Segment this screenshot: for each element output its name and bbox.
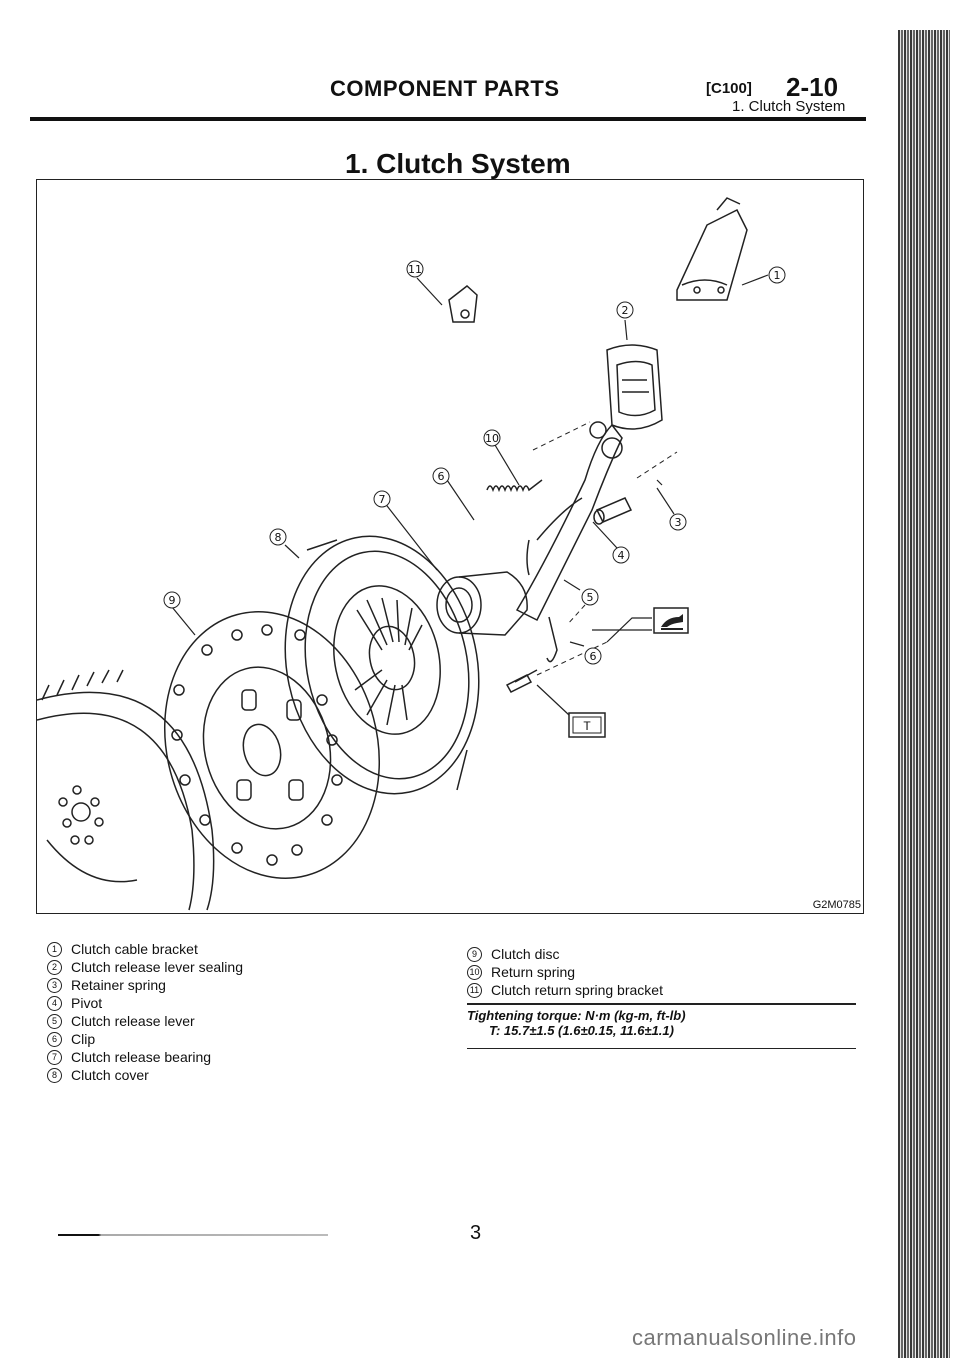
legend-label: Clutch release lever sealing [71, 959, 243, 975]
cable-bracket-drawing [676, 197, 748, 301]
legend-label: Return spring [491, 964, 576, 980]
legend-label: Clutch release lever [71, 1013, 195, 1029]
legend-number: 4 [47, 995, 62, 1011]
callout-7: 7 [373, 490, 391, 508]
torque-symbol-box: T [568, 712, 606, 738]
legend-number: 11 [467, 982, 482, 998]
legend-number: 6 [47, 1031, 62, 1047]
callout-10: 10 [483, 429, 501, 447]
legend-item: 11 Clutch return spring bracket [467, 981, 663, 999]
clutch-disc-drawing [163, 611, 381, 879]
callout-8: 8 [269, 528, 287, 546]
clutch-exploded-diagram: 11 1 2 10 6 7 8 9 3 4 5 6 T [37, 197, 786, 911]
legend-label: Clutch release bearing [71, 1049, 212, 1065]
flywheel-drawing [37, 669, 215, 911]
header-page-ref: 2-10 [786, 72, 839, 102]
callout-1: 1 [768, 266, 786, 284]
callout-4: 4 [612, 546, 630, 564]
svg-text:11: 11 [408, 263, 422, 276]
legend-item: 10 Return spring [467, 963, 663, 981]
scan-edge-strip [898, 30, 950, 1358]
callout-6a: 6 [432, 467, 450, 485]
svg-text:6: 6 [590, 650, 597, 663]
legend-item: 2 Clutch release lever sealing [47, 958, 243, 976]
legend-right: 9 Clutch disc 10 Return spring 11 Clutch re… [467, 945, 663, 999]
legend-number: 5 [47, 1013, 62, 1029]
legend-label: Pivot [71, 995, 103, 1011]
legend-item: 4 Pivot [47, 994, 243, 1012]
svg-text:2: 2 [622, 304, 629, 317]
release-bearing-drawing [436, 571, 528, 636]
exploded-diagram-frame: 11 1 2 10 6 7 8 9 3 4 5 6 T G2M0785 [36, 179, 864, 914]
torque-rule-top [467, 1003, 856, 1005]
pivot-drawing [593, 497, 633, 525]
legend-label: Retainer spring [71, 977, 166, 993]
header-subsection: 1. Clutch System [732, 98, 846, 115]
legend-item: 3 Retainer spring [47, 976, 243, 994]
torque-value: T: 15.7±1.5 (1.6±0.15, 11.6±1.1) [489, 1022, 674, 1038]
callout-11: 11 [406, 260, 424, 278]
callout-6b: 6 [584, 647, 602, 665]
legend-number: 9 [467, 946, 482, 962]
svg-text:8: 8 [275, 531, 282, 544]
legend-label: Clutch cover [71, 1067, 149, 1083]
header-section-title: COMPONENT PARTS [330, 76, 560, 101]
callout-5: 5 [581, 588, 599, 606]
legend-item: 6 Clip [47, 1030, 243, 1048]
legend-number: 3 [47, 977, 62, 993]
callout-3: 3 [669, 513, 687, 531]
legend-item: 5 Clutch release lever [47, 1012, 243, 1030]
bolt-drawing [505, 669, 538, 693]
legend-label: Clip [71, 1031, 96, 1047]
torque-spec-box: Tightening torque: N·m (kg-m, ft-lb) T: … [467, 1003, 856, 1049]
svg-text:9: 9 [169, 594, 176, 607]
torque-rule-bottom [467, 1047, 856, 1049]
header-code: [C100] [706, 80, 752, 97]
lever-sealing-drawing [606, 344, 663, 430]
svg-text:4: 4 [618, 549, 625, 562]
clip-drawing [546, 616, 558, 663]
svg-text:1: 1 [774, 269, 781, 282]
legend-item: 8 Clutch cover [47, 1066, 243, 1084]
page-title: 1. Clutch System [345, 148, 571, 179]
legend-number: 10 [467, 964, 482, 980]
legend-label: Clutch cable bracket [71, 941, 198, 957]
footer-rule [58, 1234, 328, 1236]
return-spring-drawing [486, 479, 543, 493]
svg-text:10: 10 [485, 432, 499, 445]
svg-text:6: 6 [438, 470, 445, 483]
legend-item: 1 Clutch cable bracket [47, 940, 243, 958]
grease-symbol-box [653, 607, 689, 634]
spring-bracket-drawing [448, 285, 478, 323]
svg-text:T: T [583, 719, 591, 733]
legend-number: 2 [47, 959, 62, 975]
legend-item: 9 Clutch disc [467, 945, 663, 963]
legend-label: Clutch disc [491, 946, 560, 962]
callout-9: 9 [163, 591, 181, 609]
watermark: carmanualsonline.info [632, 1325, 857, 1350]
release-lever-drawing [515, 421, 623, 622]
clutch-cover-drawing [284, 535, 480, 795]
legend-number: 7 [47, 1049, 62, 1065]
callout-2: 2 [616, 301, 634, 319]
legend-number: 8 [47, 1067, 62, 1083]
figure-id: G2M0785 [812, 899, 861, 911]
legend-number: 1 [47, 941, 62, 957]
svg-text:3: 3 [675, 516, 682, 529]
svg-text:5: 5 [587, 591, 594, 604]
legend-item: 7 Clutch release bearing [47, 1048, 243, 1066]
legend-label: Clutch return spring bracket [491, 982, 663, 998]
page-number: 3 [470, 1222, 482, 1244]
svg-text:7: 7 [379, 493, 386, 506]
torque-label: Tightening torque: N·m (kg-m, ft-lb) [467, 1007, 686, 1023]
header-rule [30, 117, 866, 121]
